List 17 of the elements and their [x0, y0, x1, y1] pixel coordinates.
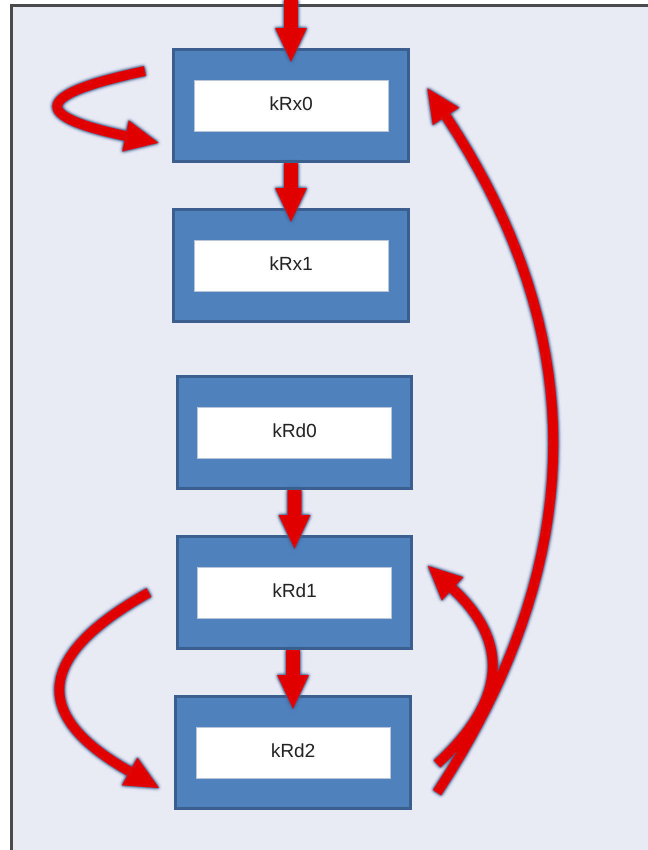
arrow	[277, 650, 309, 709]
process-box	[176, 535, 413, 650]
arrow	[275, 0, 307, 62]
arrow	[278, 490, 310, 549]
box-label: kRd2	[196, 726, 390, 778]
box-label: kRd1	[197, 566, 392, 618]
process-box	[172, 208, 410, 323]
box-label: kRx0	[194, 80, 388, 132]
box-label: kRx1	[194, 240, 388, 292]
process-box	[176, 375, 413, 490]
arrow	[275, 163, 307, 222]
arrow	[52, 66, 159, 152]
arrow	[428, 564, 498, 768]
process-box	[174, 695, 412, 810]
box-label: kRd0	[197, 406, 392, 458]
arrow	[428, 87, 558, 796]
process-box	[172, 48, 410, 163]
